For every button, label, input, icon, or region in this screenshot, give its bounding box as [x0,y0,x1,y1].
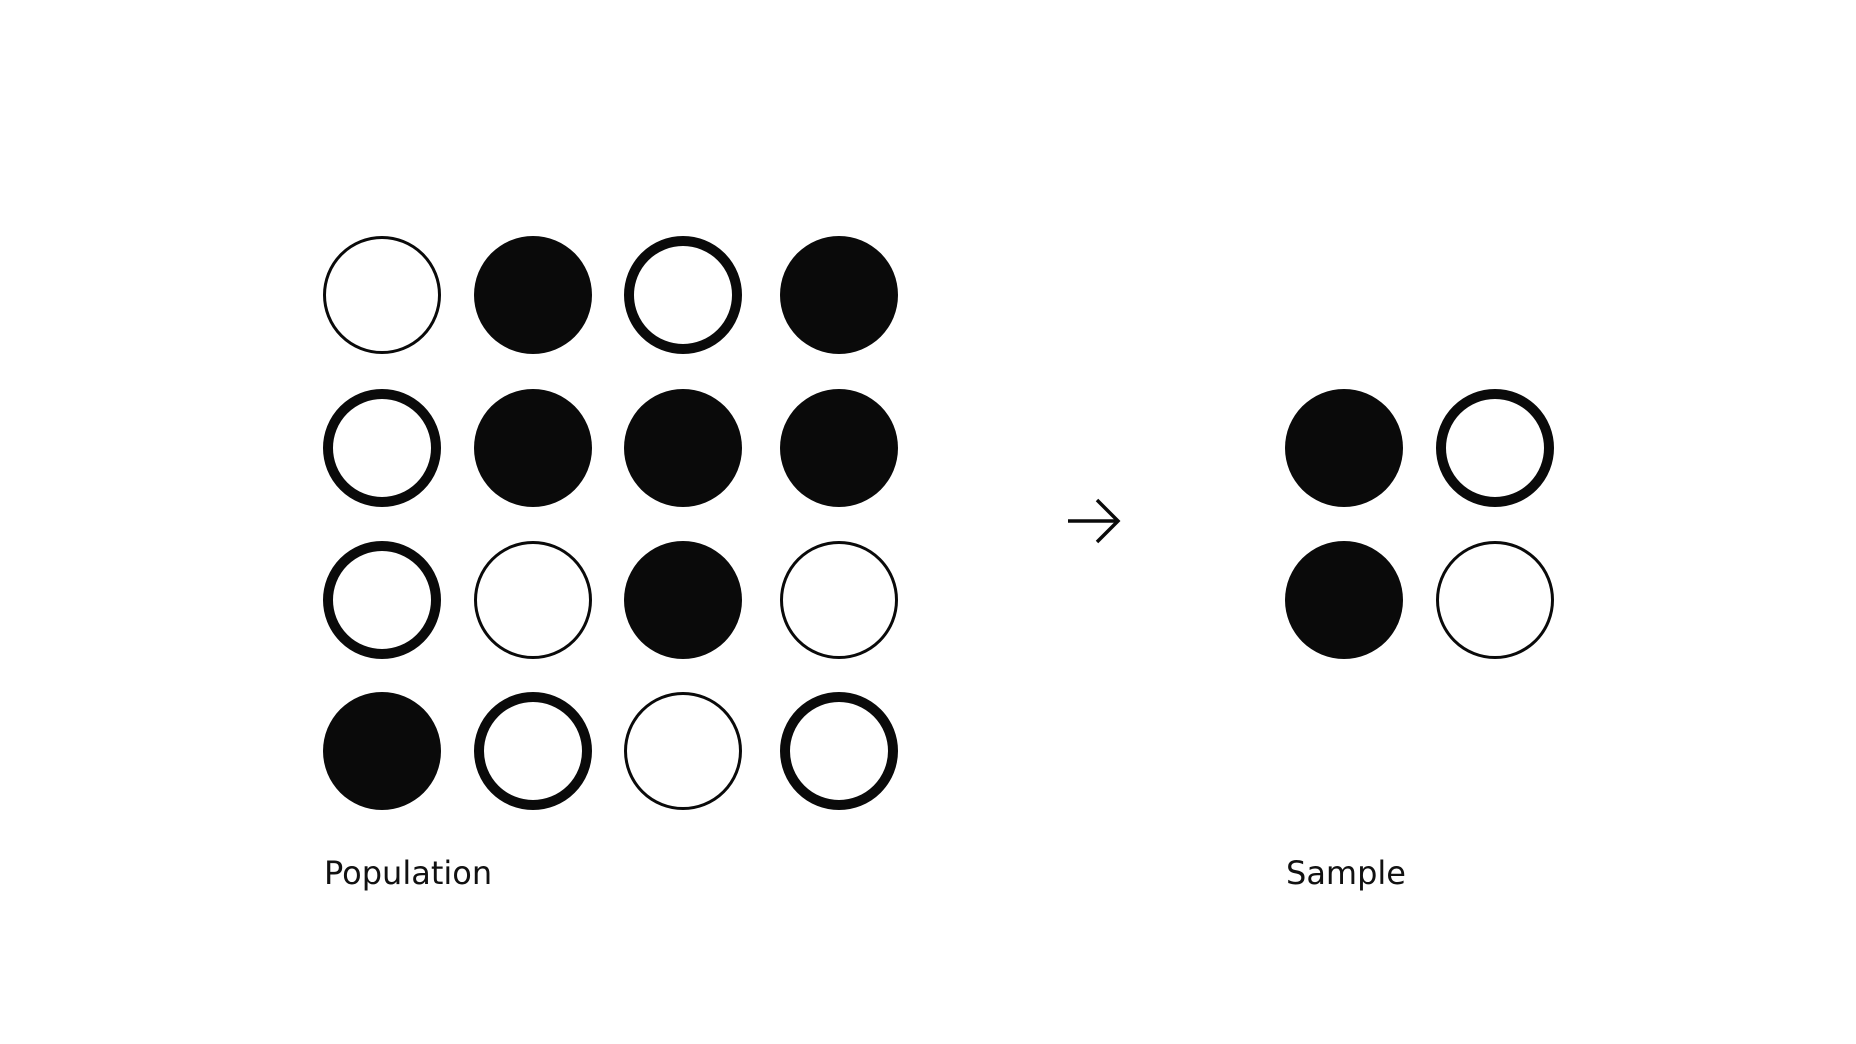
population-circle-thin-r1c1 [323,236,441,354]
population-grid [323,236,898,810]
sample-grid [1285,389,1554,659]
sample-circle-filled-r2c1 [1285,541,1403,659]
population-circle-filled-r2c4 [780,389,898,507]
population-circle-filled-r2c2 [474,389,592,507]
sample-circle-thick-r1c2 [1436,389,1554,507]
population-circle-thick-r2c1 [323,389,441,507]
sample-group: Sample [1285,389,1554,892]
population-circle-filled-r1c4 [780,236,898,354]
population-circle-thick-r3c1 [323,541,441,659]
population-group: Population [323,236,898,892]
population-circle-thin-r3c2 [474,541,592,659]
sample-circle-thin-r2c2 [1436,541,1554,659]
population-circle-filled-r1c2 [474,236,592,354]
population-circle-filled-r2c3 [624,389,742,507]
arrow-right-icon [1068,498,1121,544]
population-circle-thick-r4c2 [474,692,592,810]
population-label: Population [324,854,492,892]
sample-circle-filled-r1c1 [1285,389,1403,507]
population-circle-thick-r4c4 [780,692,898,810]
population-circle-thin-r3c4 [780,541,898,659]
sample-label: Sample [1286,854,1406,892]
population-circle-thick-r1c3 [624,236,742,354]
population-circle-filled-r4c1 [323,692,441,810]
population-circle-thin-r4c3 [624,692,742,810]
population-circle-filled-r3c3 [624,541,742,659]
